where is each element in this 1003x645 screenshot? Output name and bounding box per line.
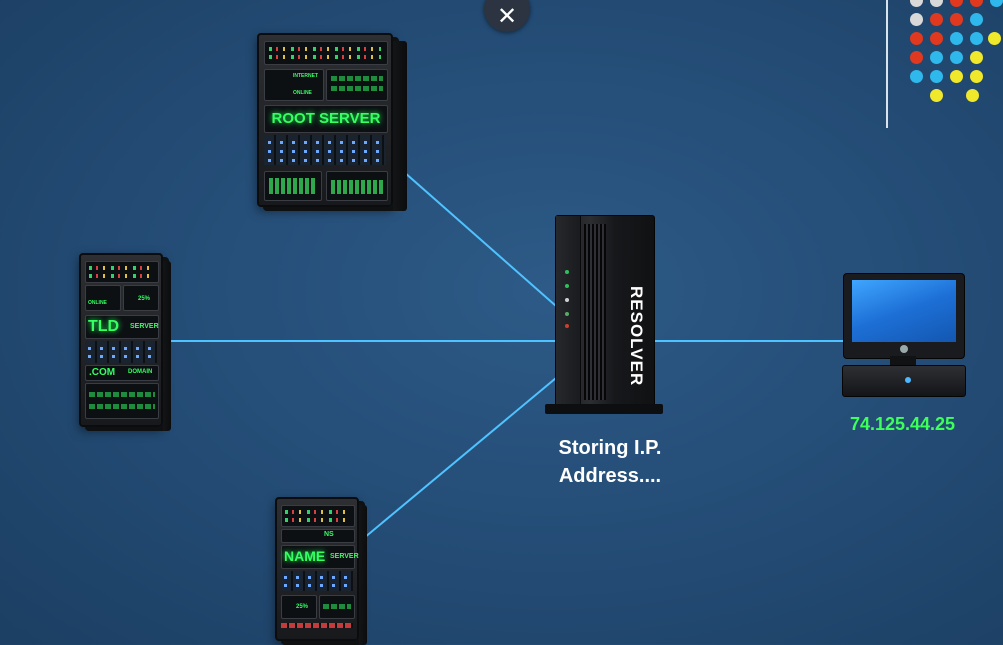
tld-server-title: TLD [88, 318, 120, 335]
name-meter-right [319, 595, 355, 619]
rack-side [359, 505, 367, 645]
resolver-label: RESOLVER [627, 285, 646, 387]
rack-side [393, 41, 407, 211]
root-led-panel [264, 41, 388, 65]
desktop-unit [842, 365, 966, 397]
root-graph-right [326, 171, 388, 201]
connector-root-resolver [403, 171, 557, 307]
monitor-icon [843, 273, 965, 359]
tld-title-panel: TLD SERVER [85, 315, 159, 339]
rack-side [163, 261, 171, 431]
name-server-title: NAME [284, 548, 326, 564]
monitor-stand [890, 356, 916, 366]
name-port-grid [281, 571, 353, 591]
decorative-divider [886, 0, 888, 128]
root-status-panel: INTERNET ONLINE [264, 69, 324, 101]
name-title-panel: NAME SERVER [281, 545, 359, 569]
close-icon: ✕ [496, 3, 518, 30]
name-led-panel [281, 505, 355, 527]
client-ip-address: 74.125.44.25 [849, 414, 956, 434]
tld-server: ONLINE 25% TLD SERVER .COM DOMAIN [79, 253, 171, 431]
root-title-panel: ROOT SERVER [264, 105, 388, 133]
close-button[interactable]: ✕ [484, 0, 530, 32]
name-server: NS NAME SERVER 25% [275, 497, 367, 645]
power-led [905, 377, 911, 383]
tld-graph-panel [85, 383, 159, 419]
name-meter-left: 25% [281, 595, 317, 619]
monitor-power-button [900, 345, 908, 353]
status-line-1: Storing I.P. [558, 437, 662, 459]
tld-domain-panel: .COM DOMAIN [85, 365, 159, 381]
resolver-tower: RESOLVER [555, 215, 655, 411]
resolver-front-panel [556, 216, 581, 410]
resolver-vents [584, 224, 606, 400]
monitor-screen [852, 280, 956, 342]
name-status-panel: NS [281, 529, 355, 543]
tld-port-grid [85, 341, 157, 363]
root-port-grid [264, 135, 386, 165]
name-alert-strip [281, 623, 353, 628]
root-meter-panel [326, 69, 388, 101]
root-graph-left [264, 171, 322, 201]
tld-led-panel [85, 261, 159, 283]
status-line-2: Address.... [558, 465, 662, 487]
tld-status-left: ONLINE [85, 285, 121, 311]
resolver-base [545, 404, 663, 414]
status-message: Storing I.P. Address.... [530, 434, 690, 490]
tld-status-right: 25% [123, 285, 159, 311]
root-server-title: ROOT SERVER [271, 110, 381, 127]
root-server: INTERNET ONLINE ROOT SERVER [257, 33, 407, 211]
connector-name-resolver [363, 377, 557, 539]
